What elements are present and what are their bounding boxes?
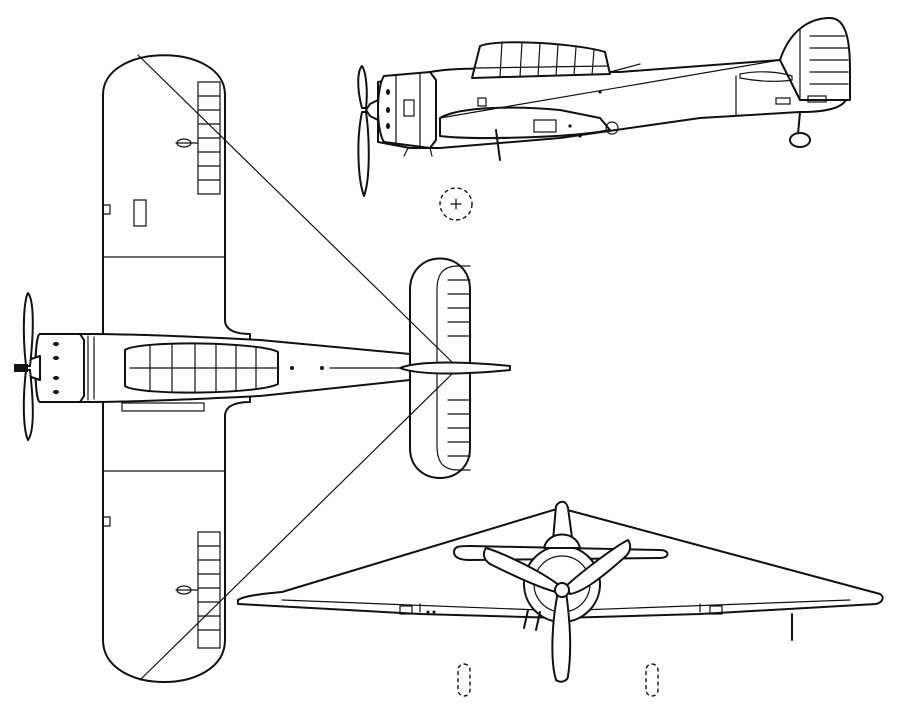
plan-view <box>14 54 511 683</box>
propeller-plan <box>14 292 34 441</box>
propeller-front <box>482 539 632 683</box>
side-view <box>357 17 851 221</box>
upper-aileron <box>197 81 221 195</box>
cg-marker <box>439 187 473 221</box>
canopy-plan <box>124 342 279 394</box>
canopy-side <box>471 41 611 79</box>
vertical-fin <box>779 17 851 101</box>
propeller-side <box>357 65 379 197</box>
front-view <box>237 500 884 697</box>
